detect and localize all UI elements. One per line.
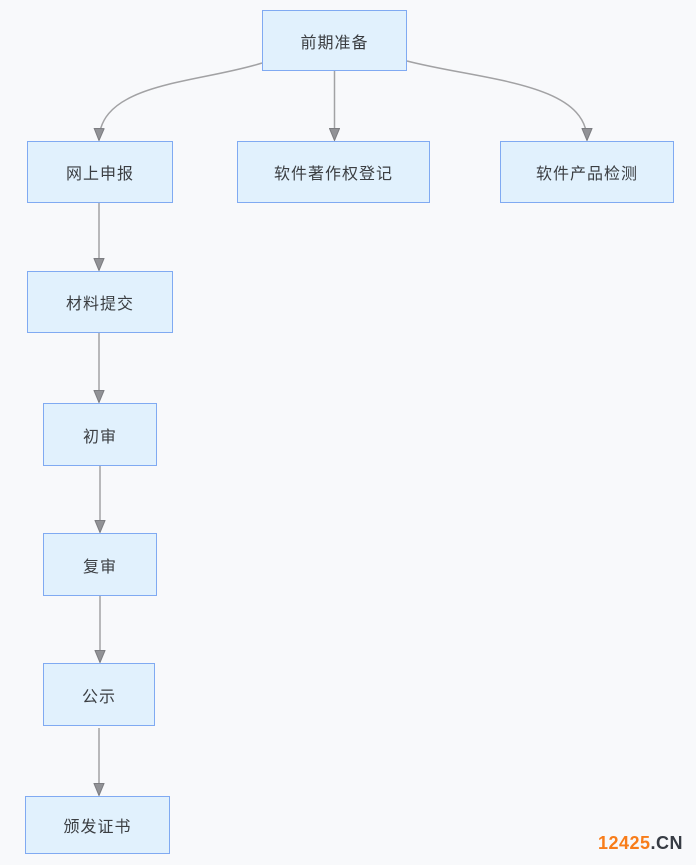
watermark-number: 12425 — [597, 833, 651, 853]
flow-node-preparation: 前期准备 — [262, 10, 407, 71]
flow-node-public-notice: 公示 — [43, 663, 155, 726]
edge-prep-to-test — [406, 60, 587, 140]
site-watermark: 12425.CN — [598, 834, 683, 852]
flow-node-certificate-issuance: 颁发证书 — [25, 796, 170, 854]
flow-node-software-copyright-registration: 软件著作权登记 — [237, 141, 430, 203]
flow-node-preliminary-review: 初审 — [43, 403, 157, 466]
flow-node-material-submission: 材料提交 — [27, 271, 173, 333]
flow-node-software-product-testing: 软件产品检测 — [500, 141, 674, 203]
edge-prep-to-online — [99, 62, 263, 140]
watermark-suffix: .CN — [650, 833, 683, 853]
flow-node-online-declaration: 网上申报 — [27, 141, 173, 203]
flow-node-re-review: 复审 — [43, 533, 157, 596]
